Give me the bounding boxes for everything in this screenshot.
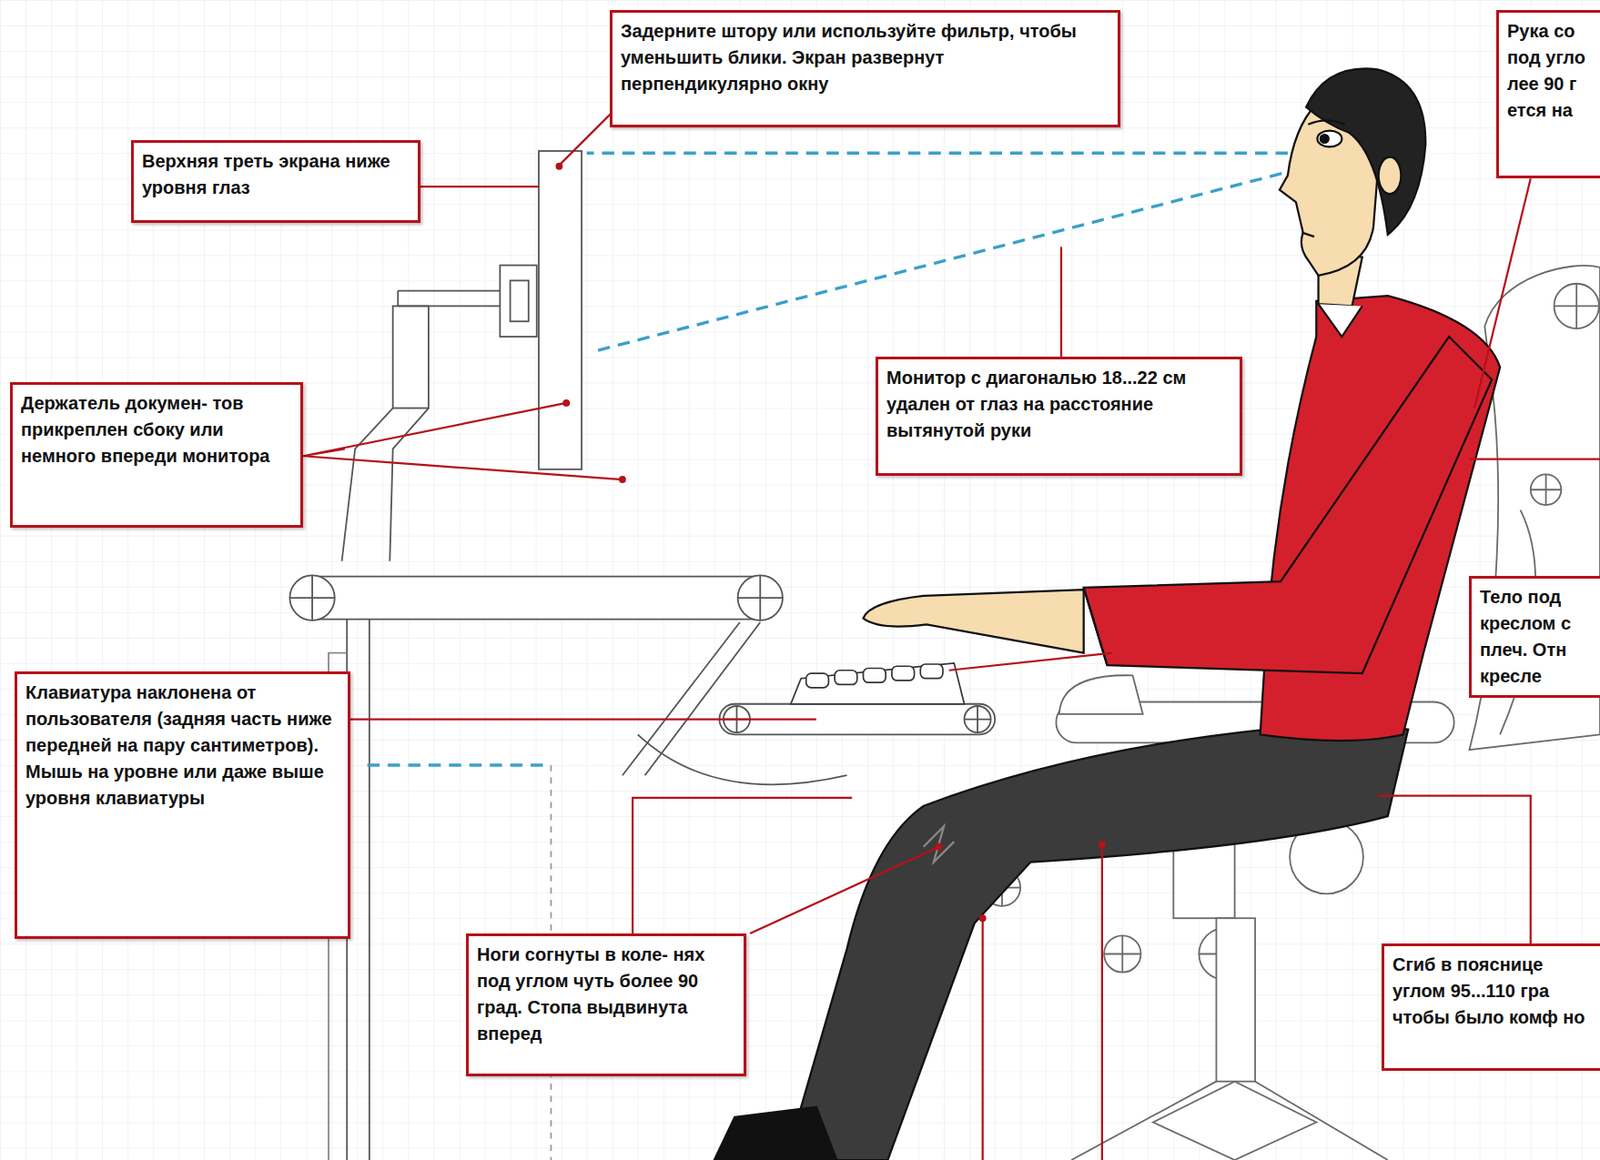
callout-box: Держатель докумен- тов прикреплен сбоку … <box>10 382 304 528</box>
chair <box>1059 675 1144 715</box>
leader-dot <box>935 843 943 851</box>
leader-line <box>1377 796 1531 945</box>
person <box>1316 131 1342 148</box>
leader-line <box>749 847 939 934</box>
leader-line <box>982 841 1103 1160</box>
monitor <box>499 265 537 337</box>
desk <box>738 575 783 620</box>
leader-line <box>1474 178 1531 408</box>
callout-text: Рука со под угло лее 90 г ется на <box>1507 18 1597 124</box>
desk <box>964 706 992 733</box>
desk <box>291 577 781 620</box>
desk <box>738 575 783 620</box>
person <box>1302 232 1315 237</box>
desk <box>637 734 848 785</box>
leader-dot <box>618 475 627 484</box>
keyboard <box>806 673 830 689</box>
person <box>923 826 955 862</box>
chair <box>1530 474 1562 506</box>
callout-box: Тело под креслом с плеч. Отн кресле <box>1468 576 1600 699</box>
callout-text: Держатель докумен- тов прикреплен сбоку … <box>20 390 293 470</box>
callout-text: Верхняя треть экрана ниже уровня глаз <box>141 148 410 202</box>
sightline <box>587 151 1288 155</box>
callout-text: Тело под креслом с плеч. Отн кресле <box>1479 584 1597 690</box>
chair <box>1215 918 1256 1082</box>
callout-box: Верхняя треть экрана ниже уровня глаз <box>131 140 421 223</box>
chair <box>1554 283 1600 329</box>
chair <box>1153 1082 1317 1160</box>
sightline <box>367 763 552 767</box>
person <box>1318 303 1363 337</box>
callout-box: Рука со под угло лее 90 г ется на <box>1496 10 1600 179</box>
person <box>714 1107 838 1160</box>
callout-box: Монитор с диагональю 18...22 см удален о… <box>875 356 1243 476</box>
keyboard <box>834 670 858 686</box>
leader-line <box>558 114 610 166</box>
chair <box>1468 265 1600 750</box>
callout-text: Сгиб в пояснице углом 95...110 гра чтобы… <box>1392 951 1597 1032</box>
person <box>1306 68 1426 234</box>
desk <box>289 575 335 620</box>
person <box>1307 120 1345 124</box>
leader-line <box>1468 457 1600 460</box>
leader-dot <box>555 162 1105 922</box>
desk <box>622 622 760 776</box>
callout-box: Ноги согнуты в коле- нях под углом чуть … <box>465 933 747 1077</box>
chair <box>1071 1082 1388 1160</box>
callout-text: Задерните штору или используйте фильтр, … <box>620 18 1110 98</box>
leader-dot <box>562 399 570 407</box>
monitor <box>393 305 429 408</box>
callout-box: Задерните штору или используйте фильтр, … <box>609 10 1121 128</box>
leader-dot <box>979 914 987 922</box>
leader-line <box>632 798 852 934</box>
leader-dot <box>1098 841 1106 850</box>
monitor <box>342 408 429 562</box>
callout-box: Сгиб в пояснице углом 95...110 гра чтобы… <box>1381 943 1600 1072</box>
callout-box: Клавиатура наклонена от пользователя (за… <box>14 671 351 940</box>
sightline <box>591 173 1282 353</box>
keyboard <box>790 663 965 705</box>
leader-line <box>420 185 539 188</box>
keyboard <box>790 663 965 705</box>
sightline <box>367 152 1288 766</box>
leader-dot <box>555 162 563 171</box>
person <box>1320 134 1329 143</box>
chair <box>1103 935 1141 973</box>
leader-line <box>303 403 623 480</box>
keyboard <box>891 666 915 681</box>
leader-line <box>1060 246 1063 357</box>
keyboard <box>920 664 943 679</box>
monitor <box>397 291 506 307</box>
person <box>785 719 1408 1160</box>
monitor <box>510 280 529 322</box>
callout-text: Ноги согнуты в коле- нях под углом чуть … <box>476 941 736 1048</box>
callout-text: Клавиатура наклонена от пользователя (за… <box>25 679 340 812</box>
person <box>863 589 1084 654</box>
chair <box>1554 283 1600 329</box>
keyboard <box>863 668 887 683</box>
callout-text: Монитор с диагональю 18...22 см удален о… <box>886 364 1232 445</box>
leader-line <box>303 114 1600 1160</box>
leader-line <box>949 653 1113 671</box>
chair <box>1103 935 1141 973</box>
desk <box>289 575 335 620</box>
desk <box>964 706 992 733</box>
person <box>1378 157 1402 194</box>
chair <box>1530 474 1562 506</box>
monitor <box>538 151 582 470</box>
leader-line <box>350 718 817 720</box>
